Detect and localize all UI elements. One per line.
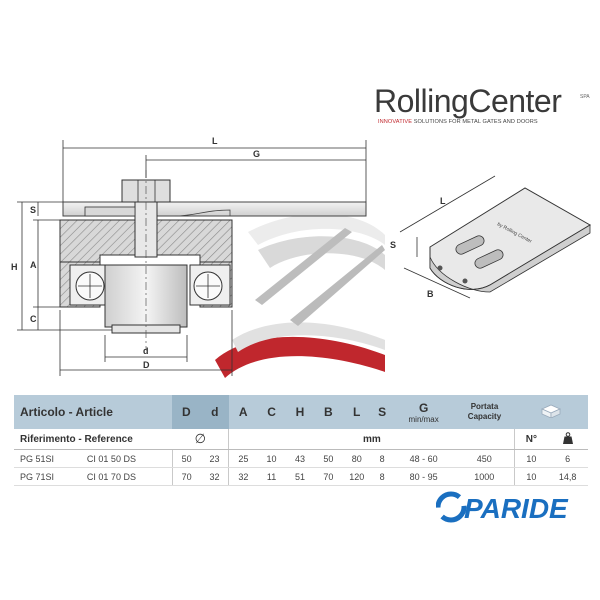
header-box bbox=[514, 395, 588, 429]
dim-S: S bbox=[30, 205, 36, 215]
dim-H: H bbox=[11, 262, 18, 272]
dimension-lines bbox=[17, 140, 367, 376]
subheader-reference: Riferimento - Reference bbox=[14, 429, 173, 450]
header-article: Articolo - Article bbox=[14, 395, 173, 429]
logo-tagline: INNOVATIVE SOLUTIONS FOR METAL GATES AND… bbox=[378, 119, 538, 125]
cell-code: CI 01 50 DS bbox=[80, 449, 173, 468]
cell-n: 10 bbox=[514, 449, 548, 468]
logo-brand: RollingCenter bbox=[374, 83, 562, 119]
cell-S: 8 bbox=[370, 449, 394, 468]
diameter-symbol: ∅ bbox=[172, 429, 229, 450]
dim-L: L bbox=[212, 136, 218, 146]
cell-B: 70 bbox=[314, 467, 343, 486]
header-L: L bbox=[342, 395, 371, 429]
iso-plate bbox=[399, 175, 591, 299]
table-row: PG 51SI CI 01 50 DS 50 23 25 10 43 50 80… bbox=[14, 449, 588, 468]
paride-logo: PARIDE bbox=[436, 491, 569, 524]
subheader-weight bbox=[547, 429, 588, 450]
iso-dim-S: S bbox=[390, 240, 396, 250]
cell-C: 10 bbox=[257, 449, 286, 468]
header-A: A bbox=[228, 395, 258, 429]
cell-capacity: 1000 bbox=[454, 467, 515, 486]
cell-article: PG 51SI bbox=[14, 449, 81, 468]
weight-icon bbox=[562, 431, 573, 444]
iso-dim-L: L bbox=[440, 196, 446, 206]
cell-weight: 14,8 bbox=[547, 467, 588, 486]
subheader-unit: mm bbox=[228, 429, 515, 450]
header-S: S bbox=[370, 395, 394, 429]
dim-C: C bbox=[30, 314, 37, 324]
header-G-label: G bbox=[418, 400, 429, 415]
header-capacity-1: Portata bbox=[470, 402, 499, 411]
dim-A: A bbox=[30, 260, 37, 270]
hub bbox=[104, 264, 188, 334]
cell-A: 32 bbox=[228, 467, 258, 486]
header-B: B bbox=[314, 395, 343, 429]
cell-G: 48 - 60 bbox=[393, 449, 455, 468]
cell-d: 32 bbox=[200, 467, 229, 486]
paride-swirl-icon bbox=[436, 491, 467, 523]
cell-G: 80 - 95 bbox=[393, 467, 455, 486]
header-H: H bbox=[285, 395, 315, 429]
header-D: D bbox=[172, 395, 201, 429]
cell-capacity: 450 bbox=[454, 449, 515, 468]
header-G-sub: min/max bbox=[408, 414, 439, 424]
cell-weight: 6 bbox=[547, 449, 588, 468]
cell-S: 8 bbox=[370, 467, 394, 486]
cell-D: 50 bbox=[171, 449, 201, 468]
logo-suffix: SPA bbox=[580, 94, 590, 100]
cell-C: 11 bbox=[257, 467, 286, 486]
box-icon bbox=[541, 404, 562, 419]
cell-d: 23 bbox=[200, 449, 229, 468]
tagline-rest: SOLUTIONS FOR METAL GATES AND DOORS bbox=[412, 119, 538, 125]
header-C: C bbox=[257, 395, 286, 429]
cell-H: 43 bbox=[285, 449, 315, 468]
cell-n: 10 bbox=[514, 467, 548, 486]
header-d: d bbox=[200, 395, 229, 429]
header-capacity-2: Capacity bbox=[467, 412, 502, 421]
cell-B: 50 bbox=[314, 449, 343, 468]
paride-text: PARIDE bbox=[464, 493, 569, 524]
cell-code: CI 01 70 DS bbox=[80, 467, 173, 486]
dim-d: d bbox=[143, 346, 149, 356]
dim-G: G bbox=[253, 149, 260, 159]
dim-D: D bbox=[143, 360, 150, 370]
cell-L: 80 bbox=[342, 449, 371, 468]
tagline-red: INNOVATIVE bbox=[378, 119, 413, 125]
bearing-balls bbox=[69, 264, 231, 306]
cell-D: 70 bbox=[171, 467, 201, 486]
table-subheader-row: Riferimento - Reference ∅ mm N° bbox=[14, 429, 588, 450]
cell-H: 51 bbox=[285, 467, 315, 486]
iso-dim-B: B bbox=[427, 289, 434, 299]
rolling-center-logo: RollingCenter SPA INNOVATIVE SOLUTIONS F… bbox=[374, 84, 594, 130]
cell-L: 120 bbox=[342, 467, 371, 486]
cell-A: 25 bbox=[228, 449, 258, 468]
subheader-count: N° bbox=[514, 429, 548, 450]
table-row: PG 71SI CI 01 70 DS 70 32 32 11 51 70 12… bbox=[14, 467, 588, 486]
cell-article: PG 71SI bbox=[14, 467, 81, 486]
rail-graphic bbox=[215, 213, 385, 378]
technical-drawing: L G S H A C d D L S B by Rolling Center bbox=[11, 136, 591, 378]
